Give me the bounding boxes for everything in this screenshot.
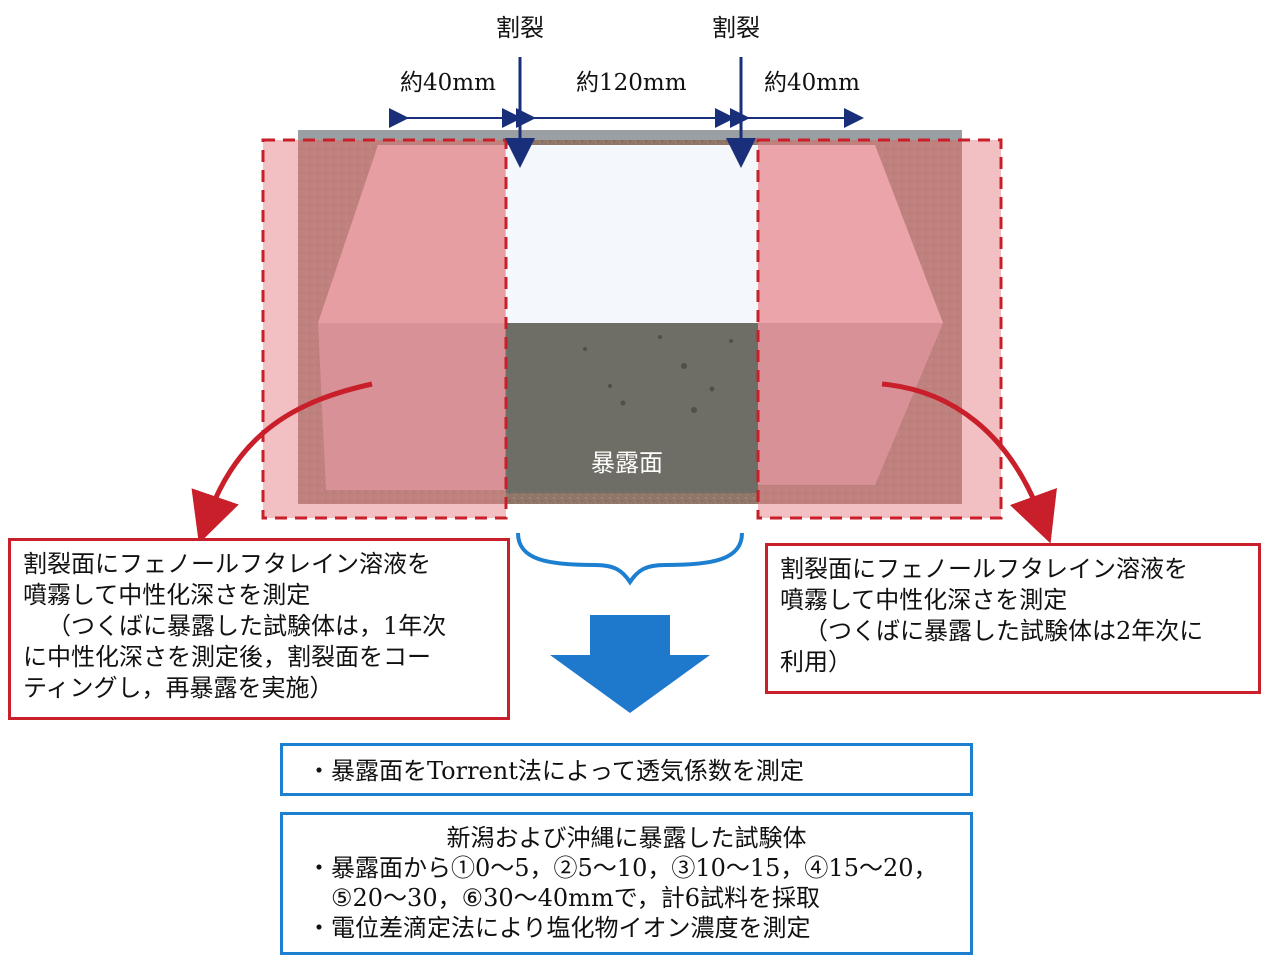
right-dashed-region <box>756 138 1003 520</box>
torrent-box: ・暴露面をTorrent法によって透気係数を測定 <box>280 743 973 796</box>
left-note-line-2: 噴霧して中性化深さを測定 <box>23 581 311 609</box>
right-curved-arrow <box>881 381 1057 544</box>
chloride-title: 新潟および沖縄に暴露した試験体 <box>446 824 807 852</box>
left-note-line-3: （つくばに暴露した試験体は，1年次 <box>47 612 447 640</box>
middle-top-white <box>505 145 758 323</box>
chloride-line-1: ・暴露面から①0～5，②5～10，③10～15，④15～20， <box>307 854 938 882</box>
right-note-line-2: 噴霧して中性化深さを測定 <box>780 586 1068 614</box>
left-note-line-1: 割裂面にフェノールフタレイン溶液を <box>23 550 431 578</box>
left-note-box: 割裂面にフェノールフタレイン溶液を 噴霧して中性化深さを測定 （つくばに暴露した… <box>8 538 510 720</box>
left-dashed-region <box>261 138 508 520</box>
middle-front-gray <box>505 323 758 493</box>
left-curved-arrow <box>191 381 373 544</box>
right-note-box: 割裂面にフェノールフタレイン溶液を 噴霧して中性化深さを測定 （つくばに暴露した… <box>765 543 1261 694</box>
left-note-line-5: ティングし，再暴露を実施） <box>23 674 334 702</box>
chloride-line-2: ⑤20～30，⑥30～40mmで，計6試料を採取 <box>331 884 821 912</box>
chloride-box: 新潟および沖縄に暴露した試験体 ・暴露面から①0～5，②5～10，③10～15，… <box>280 812 973 955</box>
crack-label-left: 割裂 <box>496 14 544 42</box>
dimension-left: 約40mm <box>400 70 496 96</box>
downward-arrow <box>550 615 710 713</box>
torrent-text: ・暴露面をTorrent法によって透気係数を測定 <box>307 757 804 785</box>
right-note-line-4: 利用） <box>780 648 852 676</box>
exposed-surface-label: 暴露面 <box>591 449 663 477</box>
right-note-line-1: 割裂面にフェノールフタレイン溶液を <box>780 555 1188 583</box>
concrete-pores <box>583 335 733 413</box>
dimension-right: 約40mm <box>764 70 860 96</box>
right-note-line-3: （つくばに暴露した試験体は2年次に <box>804 617 1204 645</box>
left-note-line-4: に中性化深さを測定後，割裂面をコー <box>23 643 431 671</box>
middle-brace <box>516 532 744 586</box>
chloride-line-3: ・電位差滴定法により塩化物イオン濃度を測定 <box>307 914 811 942</box>
dimension-middle: 約120mm <box>576 70 687 96</box>
crack-label-right: 割裂 <box>712 14 760 42</box>
